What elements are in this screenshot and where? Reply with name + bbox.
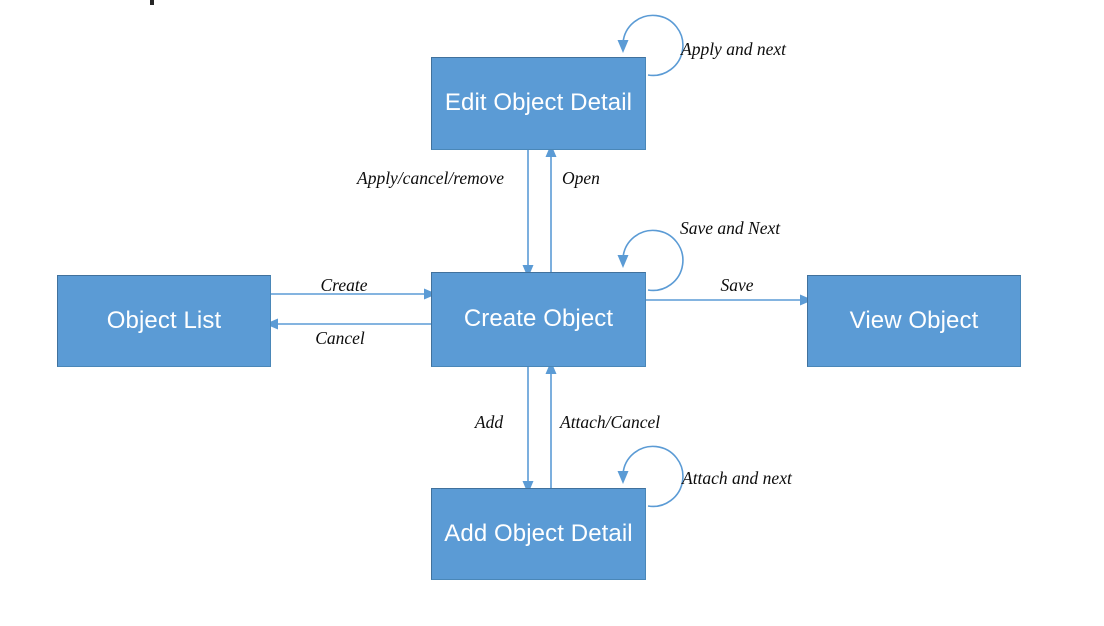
node-create-object[interactable]: Create Object (431, 272, 646, 367)
edge-label-cancel: Cancel (315, 328, 365, 348)
edge-label-add: Add (474, 412, 504, 432)
edge-label-attach-and-next: Attach and next (682, 468, 792, 488)
edge-label-save-and-next: Save and Next (680, 218, 781, 238)
edge-save-and-next-selfloop (617, 229, 684, 292)
edge-cancel (265, 318, 431, 330)
node-label-create-object: Create Object (463, 305, 614, 333)
node-label-view-object: View Object (849, 306, 979, 334)
edge-apply-cancel-remove (522, 150, 534, 278)
edge-label-attach-cancel: Attach/Cancel (560, 412, 661, 432)
node-object-list[interactable]: Object List (57, 275, 271, 367)
edge-label-apply-cancel-remove: Apply/cancel/remove (357, 168, 505, 188)
node-label-add-object-detail: Add Object Detail (444, 519, 633, 547)
node-view-object[interactable]: View Object (807, 275, 1021, 367)
edge-create (271, 288, 437, 300)
edge-attach-and-next-selfloop (617, 445, 684, 508)
node-add-object-detail[interactable]: Add Object Detail (431, 488, 646, 580)
edge-open (545, 144, 557, 272)
edge-label-save: Save (720, 275, 754, 295)
edge-add (522, 367, 534, 494)
edge-apply-and-next-selfloop (617, 14, 684, 77)
edge-label-apply-and-next: Apply and next (681, 39, 786, 59)
node-label-object-list: Object List (106, 306, 222, 334)
clipped-text-artifact (150, 0, 154, 5)
edge-save (646, 294, 813, 306)
edge-label-open: Open (562, 168, 600, 188)
edge-label-create: Create (320, 275, 368, 295)
node-edit-object-detail[interactable]: Edit Object Detail (431, 57, 646, 150)
edge-attach-cancel (545, 361, 557, 488)
node-label-edit-object-detail: Edit Object Detail (444, 89, 633, 117)
